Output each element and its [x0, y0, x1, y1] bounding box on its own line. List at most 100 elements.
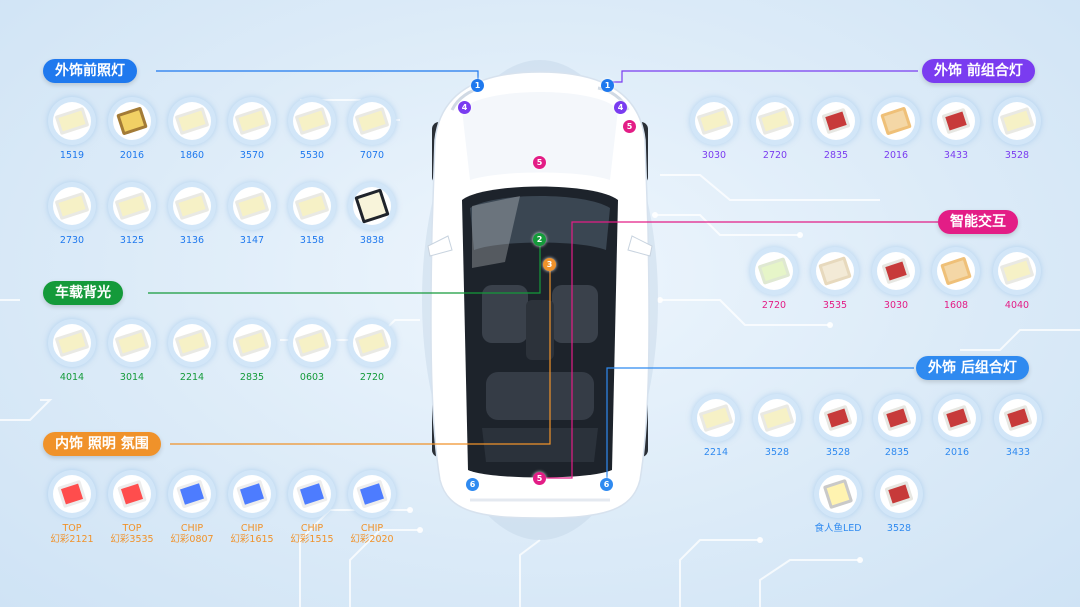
backlight-led-chip	[108, 319, 156, 367]
smart-led-chip	[932, 247, 980, 295]
backlight-led-code: 2720	[359, 372, 385, 383]
marker-6: 6	[600, 478, 613, 491]
rgb-chip-led-icon	[296, 479, 328, 509]
red-chip-led-icon	[882, 404, 912, 432]
green-tint-led-icon	[757, 257, 791, 285]
front_headlamp-led-chip	[288, 182, 336, 230]
backlight-led-chip	[288, 319, 336, 367]
red-chip-led-icon	[941, 107, 971, 135]
black-package-led-icon	[354, 188, 390, 224]
front_headlamp-led-chip	[288, 97, 336, 145]
rear_combo-led-code: 2835	[884, 447, 910, 458]
rear_combo-led-chip	[994, 394, 1042, 442]
white-top-led-icon	[294, 328, 330, 358]
front_headlamp-led-chip	[228, 182, 276, 230]
marker-6: 6	[466, 478, 479, 491]
front_headlamp-led-code: 3136	[179, 235, 205, 246]
smart-led-chip	[811, 247, 859, 295]
front_headlamp-led-chip	[48, 182, 96, 230]
smart-led-code: 4040	[1004, 300, 1030, 311]
led-model-label: 幻彩2020	[350, 534, 394, 545]
white-top-led-icon	[234, 191, 270, 221]
white-top-led-icon	[759, 403, 795, 433]
piranha-led-icon	[822, 478, 854, 510]
led-model-label: 幻彩2121	[50, 534, 94, 545]
front_combo-led-code: 2720	[762, 150, 788, 161]
front_headlamp-led-code: 3147	[239, 235, 265, 246]
smart-led-chip	[872, 247, 920, 295]
interior-led-chip	[108, 470, 156, 518]
rear_combo-led-code: 食人鱼LED	[814, 523, 862, 534]
front_headlamp-led-chip	[168, 97, 216, 145]
red-chip-led-icon	[884, 480, 914, 508]
backlight-led-code: 3014	[119, 372, 145, 383]
section-title-rear-combo: 外饰 后组合灯	[916, 356, 1029, 380]
rear_combo-led-code: 3528	[764, 447, 790, 458]
led-type-label: TOP	[122, 523, 142, 534]
front_combo-led-chip	[690, 97, 738, 145]
backlight-led-code: 2214	[179, 372, 205, 383]
marker-4: 4	[458, 101, 471, 114]
rear_combo-led-chip	[814, 394, 862, 442]
front_headlamp-led-code: 7070	[359, 150, 385, 161]
led-type-label: CHIP	[240, 523, 264, 534]
rgb-chip-led-icon	[356, 479, 388, 509]
white-top-led-icon	[698, 403, 734, 433]
white-top-led-icon	[174, 328, 210, 358]
marker-3: 3	[543, 258, 556, 271]
white-top-led-icon	[696, 106, 732, 136]
rear_combo-led-chip	[875, 470, 923, 518]
backlight-led-chip	[168, 319, 216, 367]
red-chip-led-icon	[821, 107, 851, 135]
white-top-led-icon	[54, 328, 90, 358]
front_headlamp-led-chip	[348, 97, 396, 145]
rgb-top-led-icon	[57, 479, 87, 509]
front_combo-led-code: 3030	[701, 150, 727, 161]
rear_combo-led-code: 2214	[703, 447, 729, 458]
white-top-led-icon	[234, 328, 270, 358]
led-type-label: TOP	[62, 523, 82, 534]
interior-led-chip	[288, 470, 336, 518]
led-type-label: CHIP	[300, 523, 324, 534]
front_headlamp-led-chip	[108, 182, 156, 230]
section-title-front-combo: 外饰 前组合灯	[922, 59, 1035, 83]
backlight-led-code: 4014	[59, 372, 85, 383]
rear_combo-led-code: 3528	[825, 447, 851, 458]
front_combo-led-chip	[932, 97, 980, 145]
red-chip-led-icon	[1003, 404, 1033, 432]
section-title-backlight: 车载背光	[43, 281, 123, 305]
white-top-led-icon	[354, 106, 390, 136]
white-top-led-icon	[234, 106, 270, 136]
rear_combo-led-chip	[933, 394, 981, 442]
marker-5: 5	[623, 120, 636, 133]
front_headlamp-led-chip	[348, 182, 396, 230]
front_combo-led-code: 2835	[823, 150, 849, 161]
front_combo-led-chip	[872, 97, 920, 145]
rgb-chip-led-icon	[236, 479, 268, 509]
white-top-led-icon	[999, 106, 1035, 136]
led-type-label: CHIP	[180, 523, 204, 534]
led-model-label: 幻彩0807	[170, 534, 214, 545]
white-top-led-icon	[54, 191, 90, 221]
backlight-led-code: 0603	[299, 372, 325, 383]
front_combo-led-chip	[751, 97, 799, 145]
section-title-smart-interaction: 智能交互	[938, 210, 1018, 234]
smart-led-chip	[750, 247, 798, 295]
rear_combo-led-chip	[814, 470, 862, 518]
marker-5: 5	[533, 472, 546, 485]
white-top-led-icon	[294, 191, 330, 221]
front_headlamp-led-code: 3570	[239, 150, 265, 161]
amber-led-icon	[880, 106, 912, 136]
front_combo-led-code: 2016	[883, 150, 909, 161]
marker-4: 4	[614, 101, 627, 114]
ceramic-gold-led-icon	[116, 106, 148, 136]
backlight-led-chip	[228, 319, 276, 367]
smart-led-code: 3535	[822, 300, 848, 311]
interior-led-chip	[228, 470, 276, 518]
interior-led-chip	[348, 470, 396, 518]
